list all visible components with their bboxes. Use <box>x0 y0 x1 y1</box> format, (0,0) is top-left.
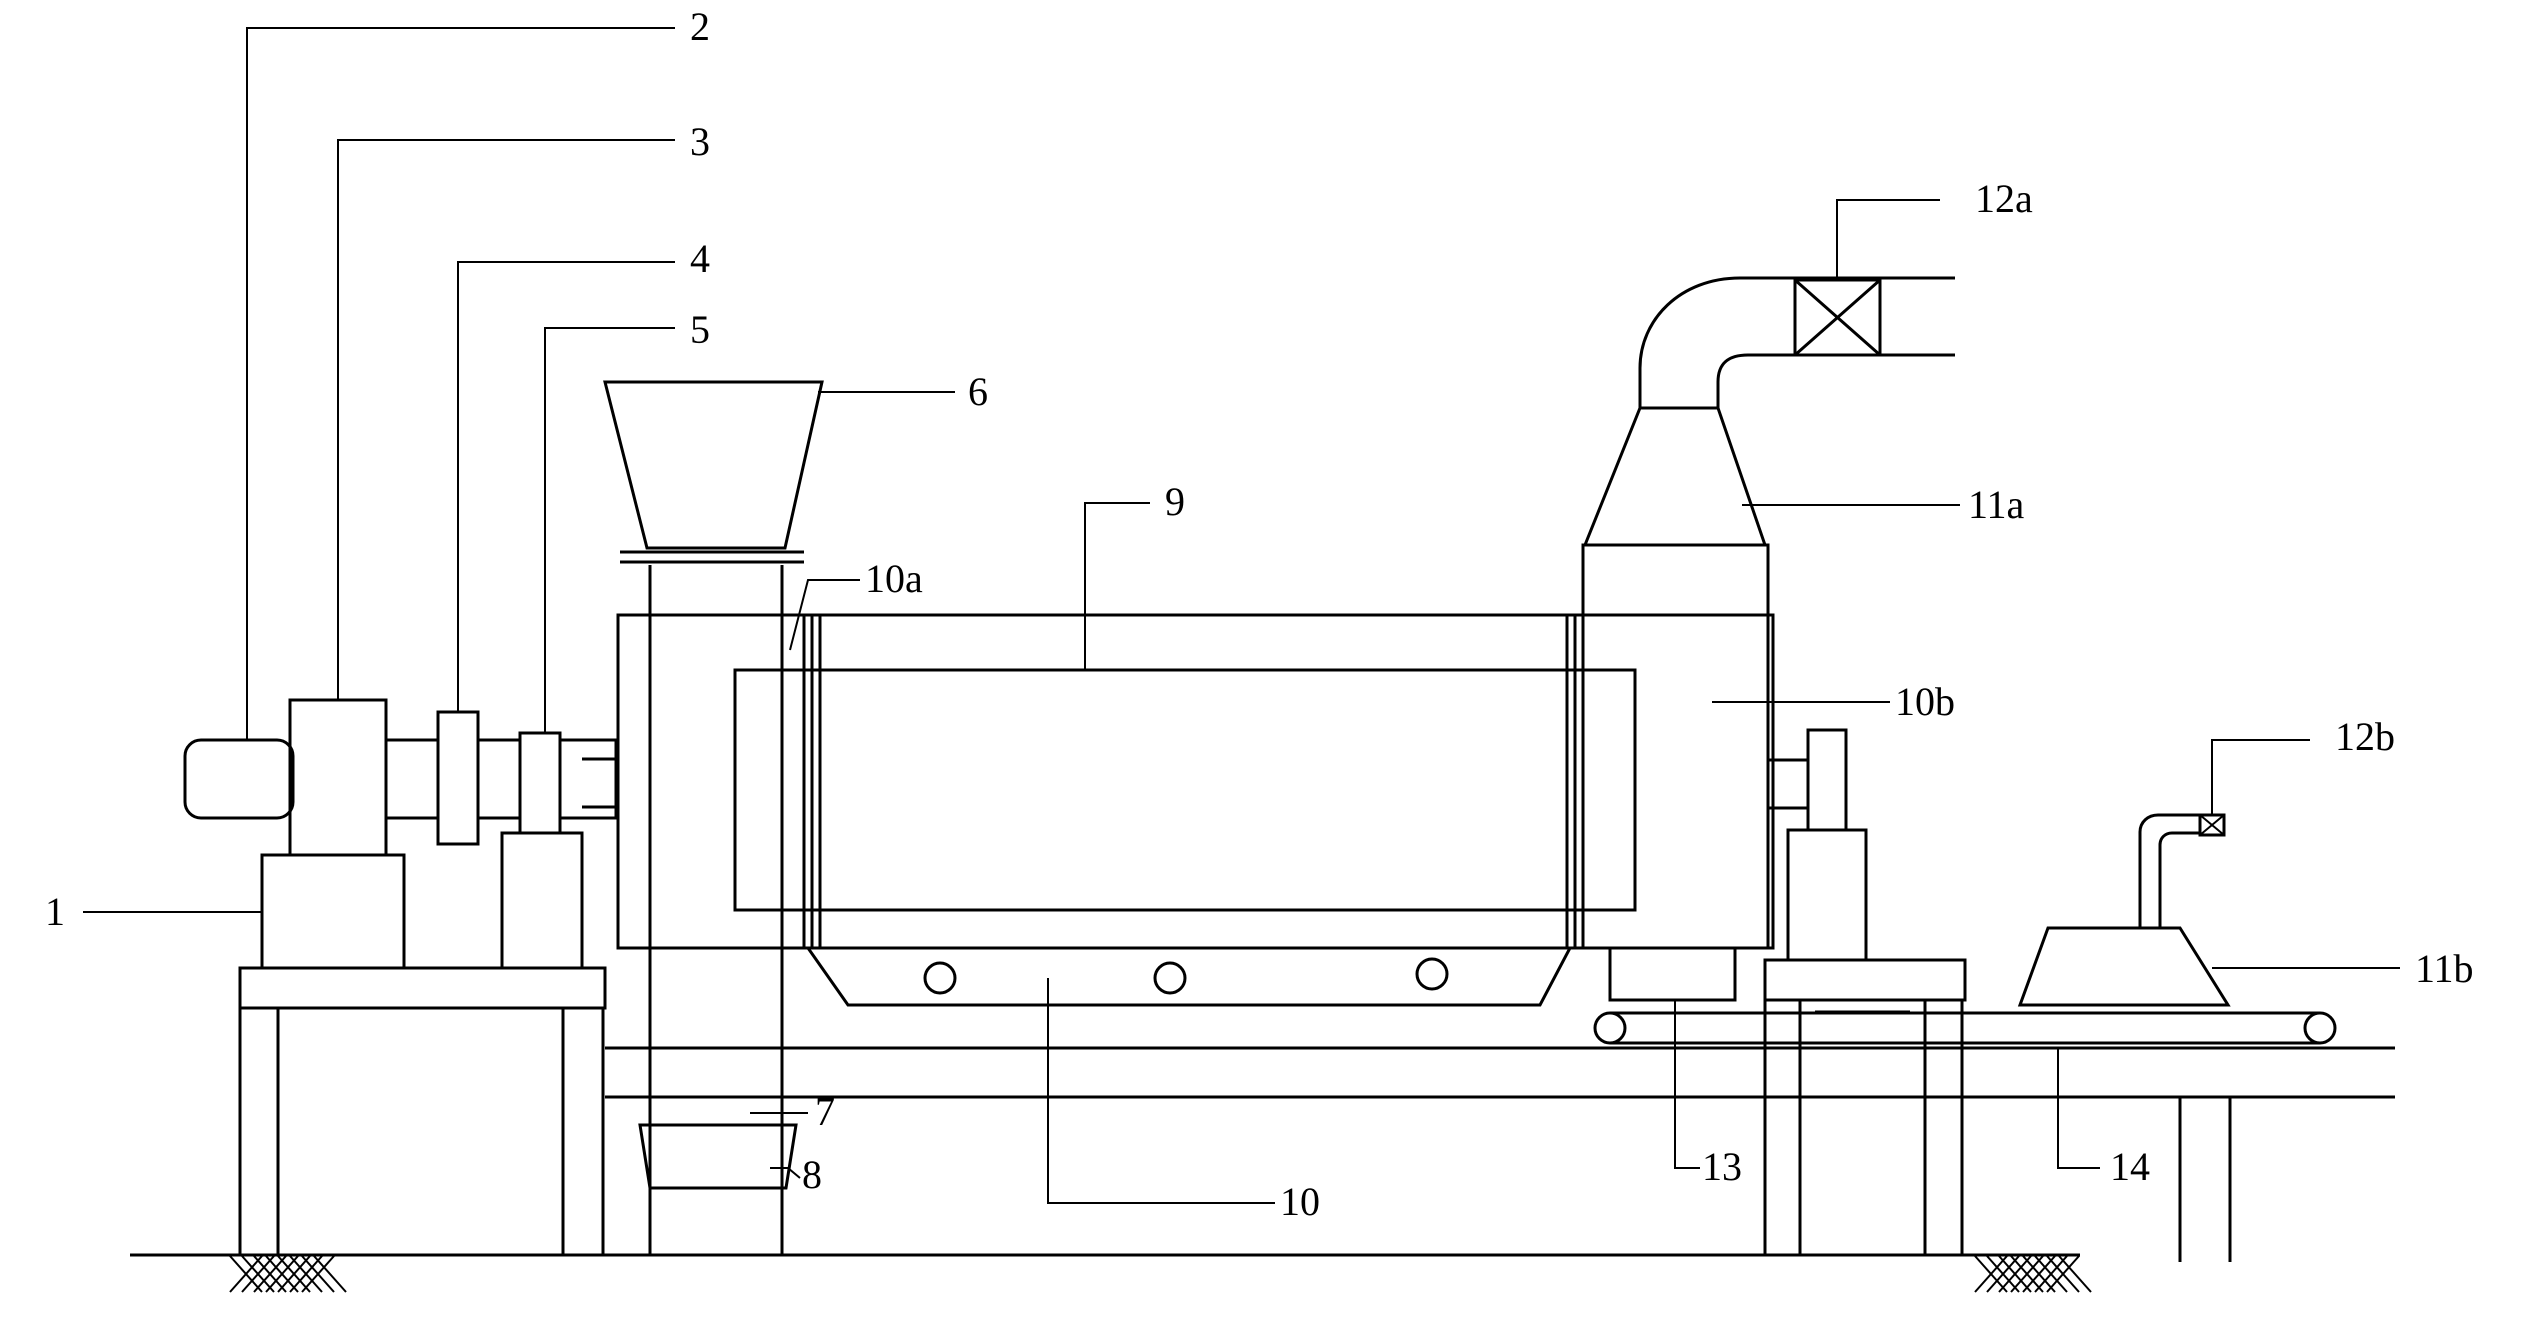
heater-trough <box>805 946 1573 1007</box>
exhaust-hood <box>1582 406 1768 547</box>
label-1: 1 <box>45 889 65 934</box>
motor <box>183 738 295 820</box>
collection-tray <box>638 1123 798 1190</box>
drive-shaft <box>384 738 618 820</box>
drum-housing <box>616 613 1775 950</box>
leader-lines <box>83 27 2400 1204</box>
label-2: 2 <box>690 4 710 49</box>
motor-base <box>260 853 406 970</box>
rotary-drum <box>733 668 1637 912</box>
bearing-right <box>1766 728 1868 962</box>
label-12a: 12a <box>1975 176 2033 221</box>
label-10: 10 <box>1280 1179 1320 1224</box>
label-11a: 11a <box>1968 482 2025 527</box>
reducer <box>288 698 388 857</box>
bearing-left <box>500 731 584 970</box>
label-8: 8 <box>802 1152 822 1197</box>
label-7: 7 <box>815 1089 835 1134</box>
label-5: 5 <box>690 307 710 352</box>
label-10a: 10a <box>865 556 923 601</box>
conveyor-belt <box>1593 1011 2337 1045</box>
exhaust-valve <box>1793 278 1882 357</box>
ground-hatch-left <box>229 1255 347 1293</box>
coupling <box>436 710 480 846</box>
conveyor-legs <box>2178 1097 2232 1262</box>
discharge-box <box>1608 946 1737 1002</box>
cooling-valve <box>2198 813 2226 837</box>
label-4: 4 <box>690 236 710 281</box>
label-14: 14 <box>2110 1144 2150 1189</box>
label-3: 3 <box>690 119 710 164</box>
left-table <box>238 966 607 1255</box>
drum-rings <box>802 615 1585 948</box>
label-6: 6 <box>968 369 988 414</box>
label-12b: 12b <box>2335 714 2395 759</box>
hopper <box>603 380 824 564</box>
label-10b: 10b <box>1895 679 1955 724</box>
label-13: 13 <box>1702 1144 1742 1189</box>
drum-connector <box>582 757 618 809</box>
label-9: 9 <box>1165 479 1185 524</box>
frame-rails <box>605 1046 2395 1099</box>
right-table <box>1763 958 1967 1255</box>
ground-hatch-right <box>1974 1255 2092 1293</box>
cooling-hood <box>2017 813 2231 1007</box>
exhaust-chamber <box>1581 543 1770 950</box>
label-11b: 11b <box>2415 946 2474 991</box>
exhaust-duct <box>1638 276 1955 408</box>
